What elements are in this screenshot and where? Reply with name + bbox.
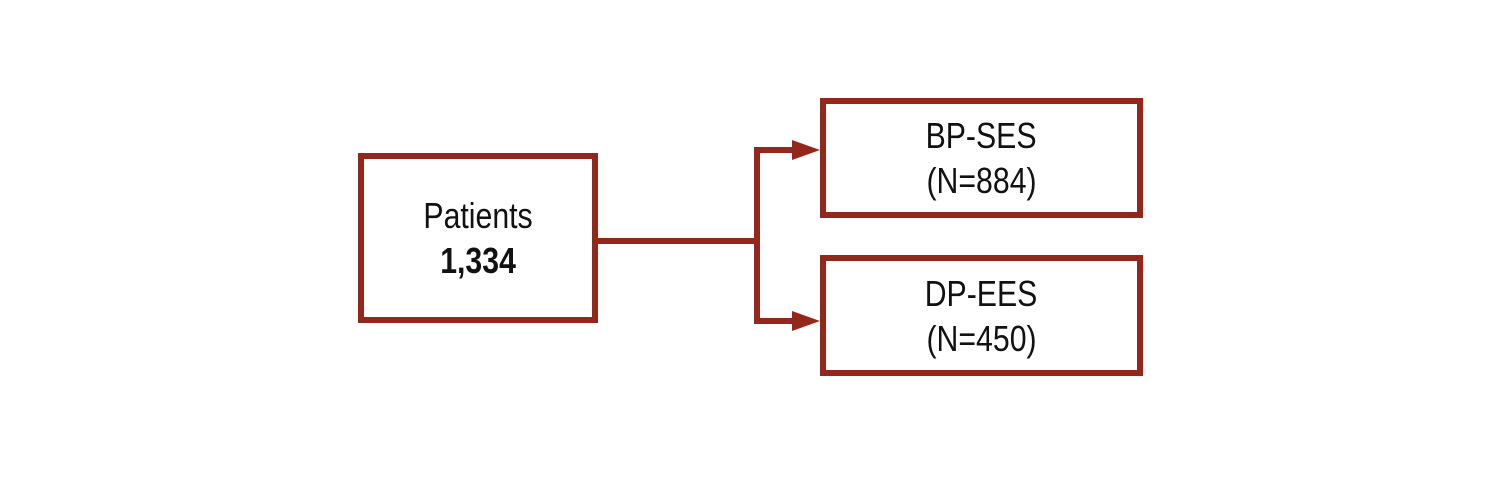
branch-n: (N=884) (926, 160, 1037, 201)
dp-ees-box: DP-EES (N=450) (820, 255, 1143, 376)
branch-n: (N=450) (926, 317, 1037, 359)
patients-label: Patients (423, 195, 533, 236)
arrow-right-icon (792, 311, 820, 331)
bp-ses-box: BP-SES (N=884) (820, 98, 1143, 218)
patients-box: Patients 1,334 (358, 153, 598, 323)
branch-name: DP-EES (925, 272, 1038, 314)
arrow-right-icon (792, 140, 820, 160)
branch-name: BP-SES (926, 115, 1037, 156)
patients-count: 1,334 (440, 240, 516, 281)
